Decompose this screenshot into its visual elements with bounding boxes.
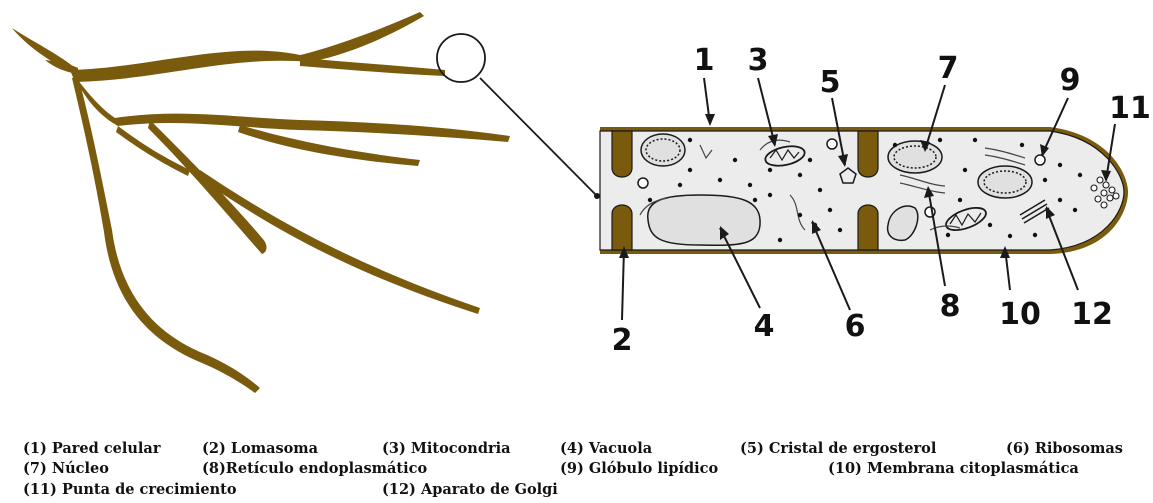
callout-3: 3 — [748, 43, 769, 78]
callout-7: 7 — [938, 51, 959, 86]
legend-item: (9) Glóbulo lipídico — [560, 460, 718, 478]
callout-4: 4 — [754, 309, 775, 344]
legend-item: (8)Retículo endoplasmático — [202, 460, 427, 478]
legend-item: (5) Cristal de ergosterol — [740, 440, 936, 458]
callout-9: 9 — [1060, 63, 1081, 98]
legend-item: (4) Vacuola — [560, 440, 652, 458]
vacuole — [648, 195, 760, 245]
magnifier-endpoint — [594, 193, 600, 199]
mycelium-branches — [12, 12, 510, 393]
legend-item: (12) Aparato de Golgi — [382, 481, 558, 499]
legend-item: (7) Núcleo — [23, 460, 109, 478]
legend: (1) Pared celular (2) Lomasoma (3) Mitoc… — [0, 440, 1153, 503]
legend-item: (1) Pared celular — [23, 440, 160, 458]
hypha-cell — [600, 127, 1128, 254]
magnifier — [437, 34, 597, 196]
legend-item: (3) Mitocondria — [382, 440, 511, 458]
callout-11: 11 — [1109, 91, 1151, 126]
callout-12: 12 — [1071, 297, 1113, 332]
callout-10: 10 — [999, 297, 1041, 332]
legend-item: (10) Membrana citoplasmática — [828, 460, 1079, 478]
legend-item: (11) Punta de crecimiento — [23, 481, 237, 499]
legend-item: (2) Lomasoma — [202, 440, 318, 458]
callout-8: 8 — [940, 289, 961, 324]
callout-1: 1 — [694, 43, 715, 78]
callout-6: 6 — [845, 309, 866, 344]
callout-2: 2 — [612, 323, 633, 358]
callout-5: 5 — [820, 65, 841, 100]
legend-item: (6) Ribosomas — [1006, 440, 1123, 458]
